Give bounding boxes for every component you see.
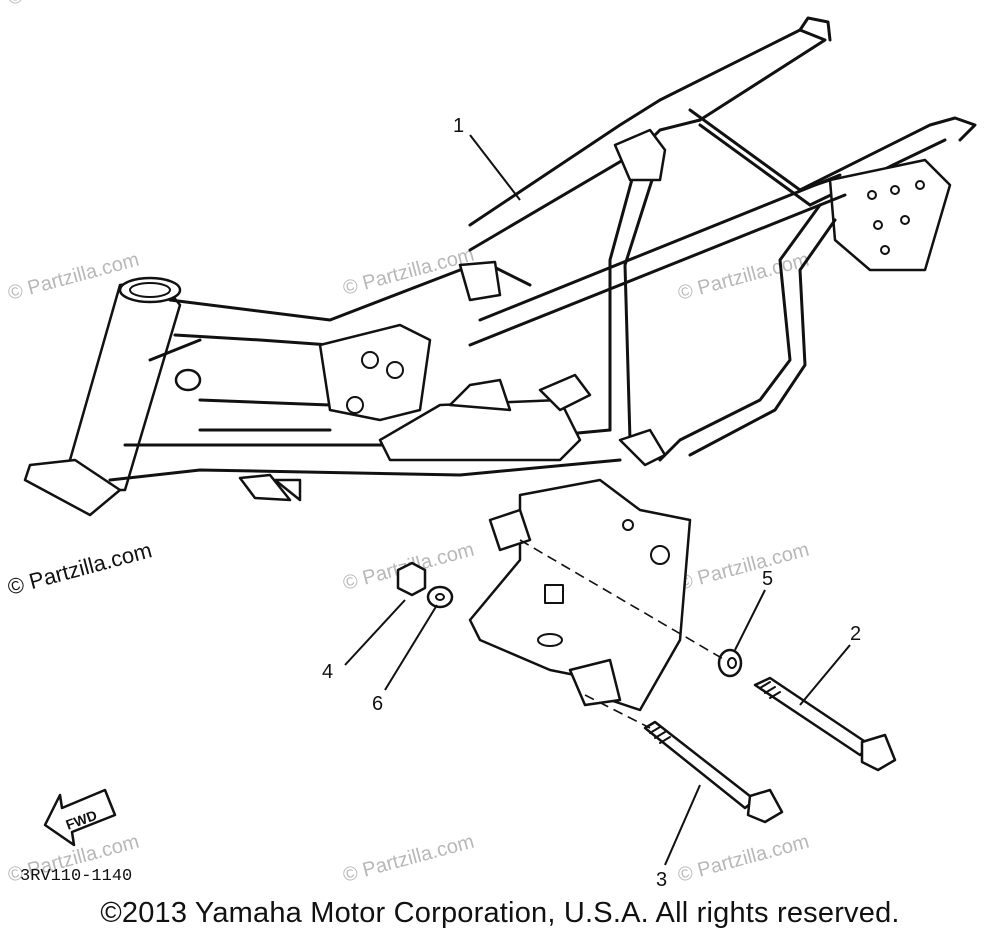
leader-line	[384, 604, 438, 691]
callout-6: 6	[372, 693, 383, 715]
callout-3: 3	[656, 869, 667, 891]
callout-2: 2	[850, 623, 861, 645]
callout-1: 1	[453, 115, 464, 137]
copyright-notice: ©2013 Yamaha Motor Corporation, U.S.A. A…	[100, 897, 900, 929]
watermark: © Partzilla.com	[6, 0, 142, 10]
part-4-nut	[396, 561, 427, 597]
callout-5: 5	[762, 568, 773, 590]
watermark-prominent: © Partzilla.com	[5, 537, 155, 600]
watermark: © Partzilla.com	[676, 539, 812, 595]
assembly-line	[584, 694, 651, 729]
assembly-line	[519, 539, 726, 661]
fwd-arrow-icon: FWD	[43, 788, 117, 847]
callout-4: 4	[322, 661, 333, 683]
part-6-washer	[426, 585, 454, 609]
frame-part-1	[23, 16, 977, 712]
leader-line	[664, 784, 701, 866]
leader-line	[344, 599, 406, 666]
part-code: 3RV110-1140	[20, 867, 132, 886]
watermark: © Partzilla.com	[676, 831, 812, 887]
part-2-bolt	[753, 676, 897, 772]
leader-line	[734, 589, 766, 651]
leader-line	[469, 134, 521, 201]
watermark: © Partzilla.com	[341, 831, 477, 887]
part-3-bolt	[643, 720, 784, 824]
watermark: © Partzilla.com	[676, 249, 812, 305]
part-5-washer	[717, 648, 743, 678]
leader-line	[799, 644, 851, 706]
